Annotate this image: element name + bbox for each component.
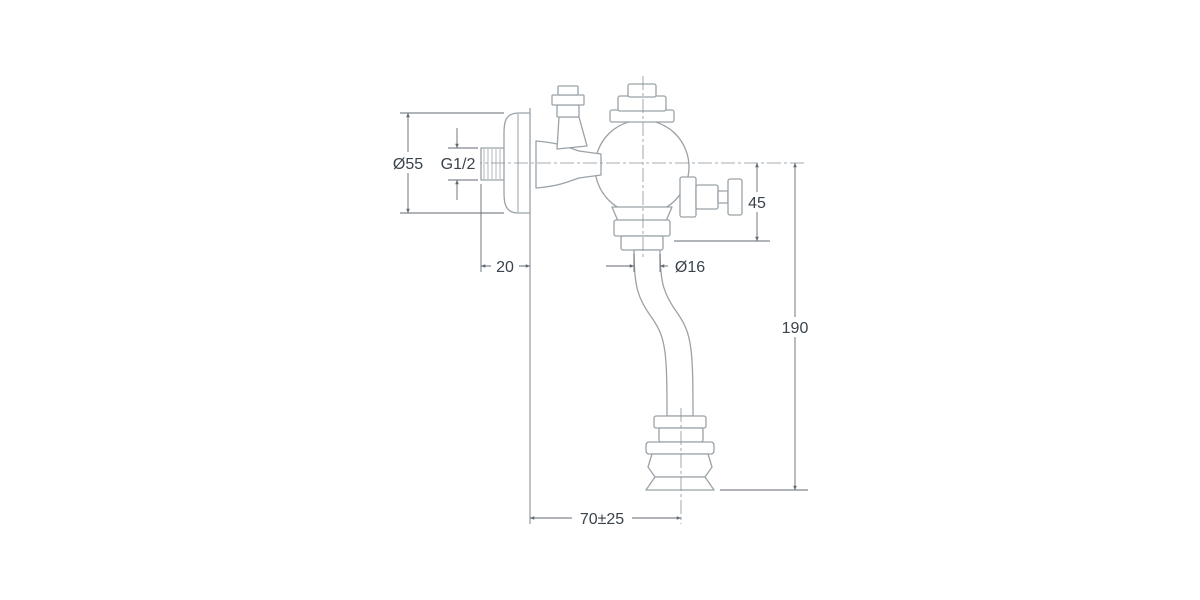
- outlet-nut-lower: [620, 235, 664, 251]
- screw-cap: [557, 85, 579, 96]
- top-ring: [609, 109, 675, 123]
- label-bg: [386, 152, 430, 173]
- top-disc: [617, 95, 667, 112]
- spreader-skirt: [645, 476, 715, 491]
- dim-label-flange-diameter: Ø55: [393, 156, 423, 173]
- button-stem: [717, 190, 729, 204]
- body-lower-taper: [611, 206, 673, 222]
- label-bg: [668, 256, 712, 276]
- outlet-nut-upper: [613, 219, 671, 237]
- valve-body: [594, 119, 690, 215]
- dim-label-overall-height: 190: [782, 320, 809, 337]
- screw-collar: [551, 94, 585, 106]
- inlet-thread: [480, 147, 507, 181]
- dim-label-outlet-reach: 70±25: [580, 511, 624, 528]
- top-cap: [627, 83, 657, 98]
- extension-lines: [400, 112, 808, 491]
- label-bg: [491, 256, 519, 276]
- dimension-labels: Ø55 G1/2 20 Ø16 45 190 70±25: [393, 156, 809, 528]
- button-mid: [695, 184, 719, 210]
- valve-assembly: [480, 83, 743, 491]
- label-bg: [572, 508, 632, 528]
- button-cap: [727, 178, 743, 216]
- dimension-label-backgrounds: [386, 152, 813, 528]
- dim-label-button-height: 45: [748, 195, 766, 212]
- dim-label-wall-offset: 20: [496, 259, 514, 276]
- screw-body: [556, 104, 580, 118]
- dim-label-pipe-diameter: Ø16: [675, 259, 705, 276]
- spreader-bell: [647, 453, 713, 478]
- label-bg: [777, 317, 813, 337]
- button-collar: [679, 176, 697, 218]
- label-bg: [434, 152, 480, 173]
- spreader-disc: [645, 441, 715, 455]
- screw-boss: [556, 116, 588, 150]
- label-bg: [743, 192, 771, 212]
- coupling-nut-upper: [653, 415, 707, 429]
- centerlines: [445, 76, 805, 524]
- dim-label-thread: G1/2: [441, 156, 476, 173]
- thread-hatching: [483, 149, 505, 179]
